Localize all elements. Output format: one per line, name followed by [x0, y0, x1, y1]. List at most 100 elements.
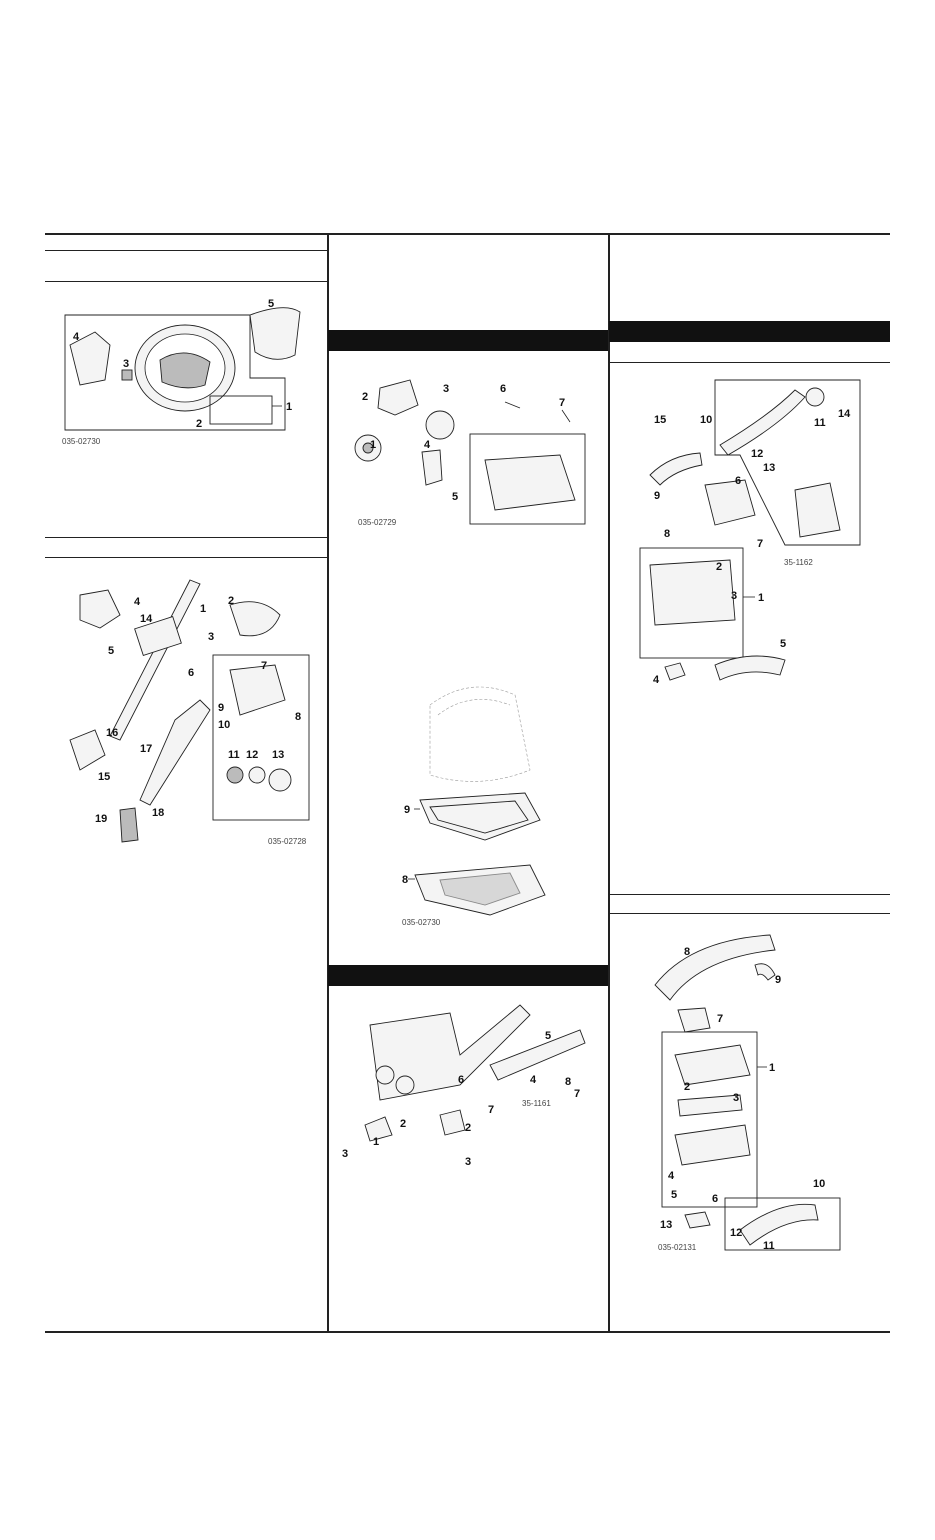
engine-mounts-diagram: 1 2 2 3 3 4 5 6 7 7 8 35-1161 [342, 1004, 586, 1168]
callout-label: 19 [95, 813, 107, 825]
callout-label: 9 [775, 974, 781, 986]
svg-text:18: 18 [152, 807, 164, 819]
callout-label: 11 [763, 1240, 775, 1252]
svg-text:6: 6 [712, 1193, 718, 1205]
svg-text:2: 2 [400, 1118, 406, 1130]
svg-text:9: 9 [218, 702, 224, 714]
callout-label: 8 [402, 874, 408, 886]
svg-text:9: 9 [404, 804, 410, 816]
svg-text:16: 16 [106, 727, 118, 739]
figure-steering-wheel: 1 2 3 4 5 035-02730 [50, 290, 320, 450]
callout-label: 2 [465, 1122, 471, 1134]
figure-code: 035-02730 [402, 918, 441, 927]
figure-transmission-parts: 1 2 3 4 5 6 7 035-02729 [340, 370, 600, 535]
callout-label: 10 [700, 414, 712, 426]
callout-label: 7 [261, 660, 267, 672]
column-divider-1 [327, 233, 329, 1333]
steering-wheel-diagram: 1 2 3 4 5 035-02730 [62, 298, 301, 446]
callout-label: 1 [758, 592, 764, 604]
svg-text:7: 7 [757, 538, 763, 550]
callout-label: 2 [716, 561, 722, 573]
svg-text:4: 4 [424, 439, 431, 451]
svg-text:4: 4 [530, 1074, 537, 1086]
svg-text:2: 2 [684, 1081, 690, 1093]
svg-text:8: 8 [565, 1076, 571, 1088]
svg-text:8: 8 [684, 946, 690, 958]
svg-text:3: 3 [731, 590, 737, 602]
callout-label: 5 [108, 645, 114, 657]
callout-label: 10 [218, 719, 230, 731]
callout-label: 13 [763, 462, 775, 474]
figure-code: 35-1162 [784, 558, 813, 567]
callout-label: 3 [123, 358, 129, 370]
svg-text:1: 1 [286, 401, 292, 413]
callout-label: 5 [780, 638, 786, 650]
callout-label: 7 [574, 1088, 580, 1100]
callout-label: 10 [813, 1178, 825, 1190]
figure-code: 035-02131 [658, 1243, 697, 1252]
svg-text:12: 12 [751, 448, 763, 460]
svg-text:6: 6 [735, 475, 741, 487]
callout-label: 4 [668, 1170, 675, 1182]
figure-code: 035-02730 [62, 437, 101, 446]
bottom-rule [45, 1331, 890, 1333]
svg-text:5: 5 [545, 1030, 551, 1042]
col2-heading-bar-2 [328, 965, 608, 986]
svg-text:8: 8 [664, 528, 670, 540]
top-rule [45, 233, 890, 235]
svg-text:3: 3 [208, 631, 214, 643]
callout-label: 3 [342, 1148, 348, 1160]
svg-text:3: 3 [443, 383, 449, 395]
figure-oil-pan: 8 9 035-02730 [390, 675, 560, 930]
svg-text:14: 14 [838, 408, 851, 420]
callout-label: 7 [717, 1013, 723, 1025]
svg-text:6: 6 [188, 667, 194, 679]
figure-air-intake-a: 1 2 3 4 5 6 7 8 9 10 11 12 13 14 15 35-1… [620, 375, 870, 695]
figure-code: 035-02729 [358, 518, 397, 527]
callout-label: 4 [73, 331, 80, 343]
svg-text:10: 10 [813, 1178, 825, 1190]
callout-label: 6 [500, 383, 506, 395]
callout-label: 3 [733, 1092, 739, 1104]
svg-text:5: 5 [268, 298, 274, 310]
callout-label: 2 [362, 391, 368, 403]
callout-label: 3 [731, 590, 737, 602]
svg-text:13: 13 [272, 749, 284, 761]
callout-label: 8 [684, 946, 690, 958]
callout-label: 4 [424, 439, 431, 451]
svg-text:2: 2 [465, 1122, 471, 1134]
callout-label: 1 [200, 603, 206, 615]
figure-steering-column: 1 2 3 4 5 6 7 8 9 10 11 12 13 14 15 16 1… [50, 570, 320, 850]
callout-label: 4 [653, 674, 660, 686]
callout-label: 14 [140, 613, 153, 625]
callout-label: 5 [671, 1189, 677, 1201]
callout-label: 9 [654, 490, 660, 502]
col1-rule-b [45, 281, 327, 282]
transmission-parts-diagram: 1 2 3 4 5 6 7 035-02729 [354, 379, 586, 527]
callout-label: 6 [188, 667, 194, 679]
callout-label: 13 [272, 749, 284, 761]
svg-text:3: 3 [123, 358, 129, 370]
callout-label: 15 [98, 771, 110, 783]
figure-air-intake-b: 1 2 3 4 5 6 7 8 9 10 11 12 13 035-02131 [650, 930, 860, 1255]
callout-label: 5 [452, 491, 458, 503]
figure-code: 035-02728 [268, 837, 307, 846]
callout-label: 8 [664, 528, 670, 540]
svg-text:3: 3 [465, 1156, 471, 1168]
svg-text:12: 12 [246, 749, 258, 761]
svg-text:19: 19 [95, 813, 107, 825]
svg-text:1: 1 [758, 592, 764, 604]
col1-rule-d [45, 557, 327, 558]
svg-text:8: 8 [295, 711, 301, 723]
figure-engine-mounts: 1 2 2 3 3 4 5 6 7 7 8 35-1161 [340, 995, 600, 1170]
svg-text:17: 17 [140, 743, 152, 755]
callout-label: 9 [218, 702, 224, 714]
air-intake-a-diagram: 1 2 3 4 5 6 7 8 9 10 11 12 13 14 15 35-1… [639, 379, 861, 686]
callout-label: 17 [140, 743, 152, 755]
svg-text:3: 3 [342, 1148, 348, 1160]
svg-text:5: 5 [780, 638, 786, 650]
callout-label: 4 [134, 596, 141, 608]
callout-label: 2 [400, 1118, 406, 1130]
callout-label: 2 [684, 1081, 690, 1093]
svg-text:7: 7 [574, 1088, 580, 1100]
